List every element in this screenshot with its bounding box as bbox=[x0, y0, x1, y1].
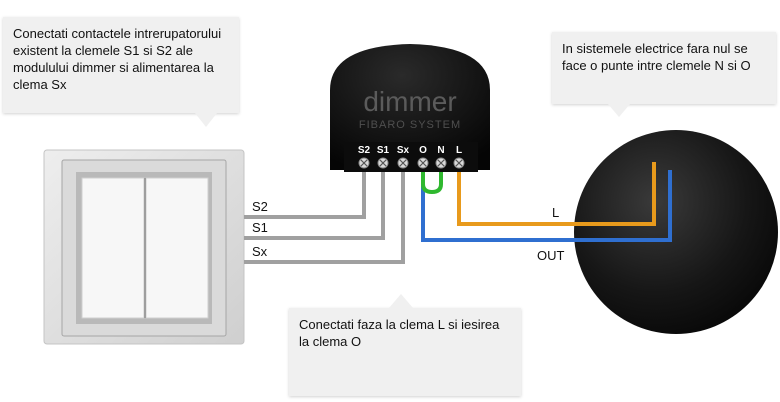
callout-switch-pointer bbox=[195, 113, 217, 127]
callout-phase-pointer bbox=[389, 294, 413, 308]
wire-label-s1: S1 bbox=[252, 220, 268, 235]
switch-rocker-left bbox=[81, 177, 145, 319]
callout-neutral-instructions: In sistemele electrice fara nul se face … bbox=[552, 32, 776, 117]
module-brand: dimmer bbox=[363, 86, 456, 117]
wire-label-l: L bbox=[552, 205, 559, 220]
terminal-screw-slot-sx bbox=[399, 159, 407, 167]
wire-out bbox=[421, 167, 672, 242]
wall-switch bbox=[43, 149, 245, 345]
wire-label-sx: Sx bbox=[252, 244, 268, 259]
terminal-screw-slot-s2 bbox=[360, 159, 368, 167]
wire-s2 bbox=[244, 167, 366, 219]
terminal-label-sx: Sx bbox=[397, 145, 410, 156]
terminal-label-l: L bbox=[456, 145, 462, 156]
terminal-label-s2: S2 bbox=[358, 145, 371, 156]
switch-wires bbox=[244, 167, 405, 264]
wire-sx bbox=[244, 167, 405, 264]
terminal-label-o: O bbox=[419, 145, 427, 156]
callout-phase-text: Conectati faza la clema L si iesirea la … bbox=[299, 317, 500, 349]
terminal-label-s1: S1 bbox=[377, 145, 390, 156]
lamp bbox=[574, 130, 778, 334]
terminal-screw-slot-n bbox=[437, 159, 445, 167]
wire-label-s2: S2 bbox=[252, 199, 268, 214]
callout-switch-instructions: Conectati contactele intrerupatorului ex… bbox=[3, 17, 239, 127]
module-maker: FIBARO SYSTEM bbox=[359, 119, 461, 131]
callout-neutral-text: In sistemele electrice fara nul se face … bbox=[562, 41, 751, 73]
terminal-screw-slot-o bbox=[419, 159, 427, 167]
switch-rocker-right bbox=[145, 177, 209, 319]
callout-phase-instructions: Conectati faza la clema L si iesirea la … bbox=[289, 294, 521, 396]
terminal-label-n: N bbox=[437, 145, 444, 156]
bridge-n-o bbox=[421, 170, 443, 195]
terminal-screw-slot-l bbox=[455, 159, 463, 167]
wire-label-out: OUT bbox=[537, 248, 565, 263]
callout-neutral-pointer bbox=[608, 104, 630, 117]
wire-l bbox=[457, 162, 656, 226]
callout-switch-text: Conectati contactele intrerupatorului ex… bbox=[13, 26, 222, 92]
wire-s1 bbox=[244, 167, 385, 240]
terminal-screw-slot-s1 bbox=[379, 159, 387, 167]
